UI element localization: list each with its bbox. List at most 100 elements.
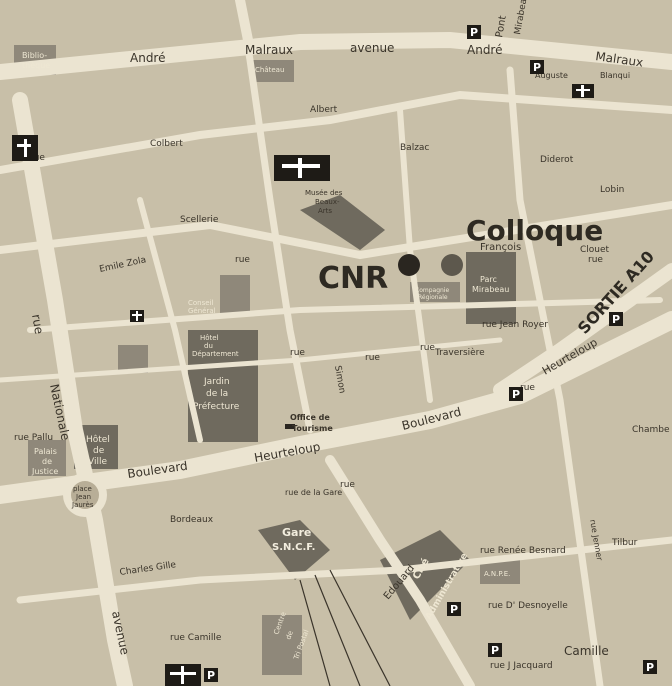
label-scellerie: Scellerie [180, 215, 219, 225]
musee-beaux-arts-block [300, 195, 385, 250]
rue-minimes [137, 197, 203, 443]
chapel-icon [572, 84, 594, 98]
label-diderot: Diderot [540, 155, 574, 165]
label-hotel-ville-2: de [93, 446, 105, 456]
parking-icon[interactable]: P [447, 602, 461, 616]
label-rue-pallu: rue Pallu [14, 433, 53, 443]
rue-traversiere [27, 297, 663, 333]
label-parc-1: Parc [480, 275, 497, 284]
avenue-andre-malraux [0, 31, 672, 80]
svg-text:P: P [450, 603, 458, 616]
rue-colbert [0, 90, 672, 174]
conseil-general-block [220, 275, 250, 315]
label-clouet: Clouet [580, 245, 610, 255]
colloque-marker[interactable] [441, 254, 463, 276]
label-compagnie-2: Régionale [418, 294, 448, 301]
label-albert: Albert [310, 105, 338, 115]
label-malraux-right: Malraux [595, 49, 645, 70]
label-renee-besnard: rue Renée Besnard [480, 545, 566, 556]
label-rue-5: rue [290, 348, 305, 358]
church-small-icon [130, 310, 144, 322]
label-place-jaures-2: Jean [75, 493, 91, 501]
label-rue-4: rue [235, 255, 250, 265]
label-rue-8: rue [520, 383, 535, 393]
label-tri-2: de [284, 630, 295, 641]
label-chateau: Château [255, 66, 284, 74]
label-biblio-1: Biblio- [22, 51, 47, 60]
label-musee-3: Arts [318, 207, 332, 215]
tri-postal-block [262, 615, 302, 675]
label-hotel-ville-1: Hôtel [86, 434, 110, 445]
rue-jean-royer [0, 337, 503, 383]
label-tilbur: Tilbur [611, 538, 638, 548]
label-palais-3: Justice [31, 467, 58, 476]
gare-block [258, 520, 330, 580]
rue-renee-besnard [16, 536, 672, 604]
label-biblio-2: thèque [22, 60, 50, 70]
parking-icon[interactable]: P [530, 60, 544, 74]
parking-icon[interactable]: P [643, 660, 657, 674]
label-rue-7: rue [340, 480, 355, 490]
railway-1 [299, 579, 331, 686]
label-musee-1: Musée des [305, 189, 343, 197]
railway-3 [329, 569, 391, 686]
cnr-marker-dark[interactable] [398, 254, 420, 276]
parking-icon[interactable]: P [609, 312, 623, 326]
rue-lobin [506, 66, 604, 686]
parking-icon[interactable]: P [488, 643, 502, 657]
label-camille: Camille [564, 644, 609, 658]
anpe-block [480, 560, 520, 584]
compagnie-block [410, 282, 460, 302]
label-traversiere: Traversière [434, 347, 485, 358]
label-jacquard: rue J Jacquard [490, 661, 553, 671]
label-hotel-dep-3: Département [192, 350, 239, 358]
label-rue-2: rue [365, 353, 380, 363]
label-parc-2: Mirabeau [472, 285, 509, 294]
label-palais-2: de [42, 457, 52, 466]
label-bordeaux: Bordeaux [170, 515, 214, 525]
label-francois: François [480, 242, 521, 253]
label-pont: Pont [494, 15, 509, 39]
label-place-jaures-3: Jaurès [71, 501, 94, 509]
label-rue-3: rue [588, 255, 603, 265]
church-icon [12, 135, 38, 161]
label-blanqui: Blanqui [600, 71, 630, 80]
label-auguste: Auguste [535, 71, 568, 80]
label-jardin-2: de la [206, 389, 228, 399]
label-balzac: Balzac [400, 143, 429, 153]
svg-text:P: P [533, 61, 541, 74]
label-malraux: Malraux [245, 43, 293, 57]
boulevard-heurteloup [0, 311, 672, 504]
chateau-block [250, 60, 294, 82]
label-andre: André [130, 51, 165, 65]
label-colloque: Colloque [466, 214, 603, 247]
label-andre-right: André [467, 43, 502, 57]
svg-text:P: P [491, 644, 499, 657]
label-musee-2: Beaux- [315, 198, 340, 206]
parking-icon[interactable]: P [509, 387, 523, 401]
label-compagnie-1: Compagnie [415, 287, 449, 294]
label-jean-royer: rue Jean Royer [482, 320, 548, 330]
label-jardin-1: Jardin [203, 377, 230, 387]
office-tourisme-marker [285, 424, 295, 429]
parking-icon[interactable]: P [204, 668, 218, 682]
sortie-road [493, 263, 672, 397]
parc-mirabeau-area [466, 252, 516, 324]
railway-2 [314, 574, 361, 686]
label-place-jaures-1: place [73, 485, 92, 493]
svg-text:P: P [470, 26, 478, 39]
label-conseil-1: Conseil [188, 299, 214, 307]
svg-text:P: P [512, 388, 520, 401]
label-hotel-dep-1: Hôtel [200, 334, 219, 342]
parking-icon[interactable]: P [467, 25, 481, 39]
cathedral-icon [274, 155, 330, 181]
label-office-1: Office de [290, 413, 330, 422]
label-palais-1: Palais [34, 447, 57, 456]
label-avenue: avenue [350, 41, 394, 55]
svg-text:P: P [207, 669, 215, 682]
svg-text:P: P [646, 661, 654, 674]
north-road [235, 0, 253, 45]
rue-scellerie [0, 201, 672, 260]
